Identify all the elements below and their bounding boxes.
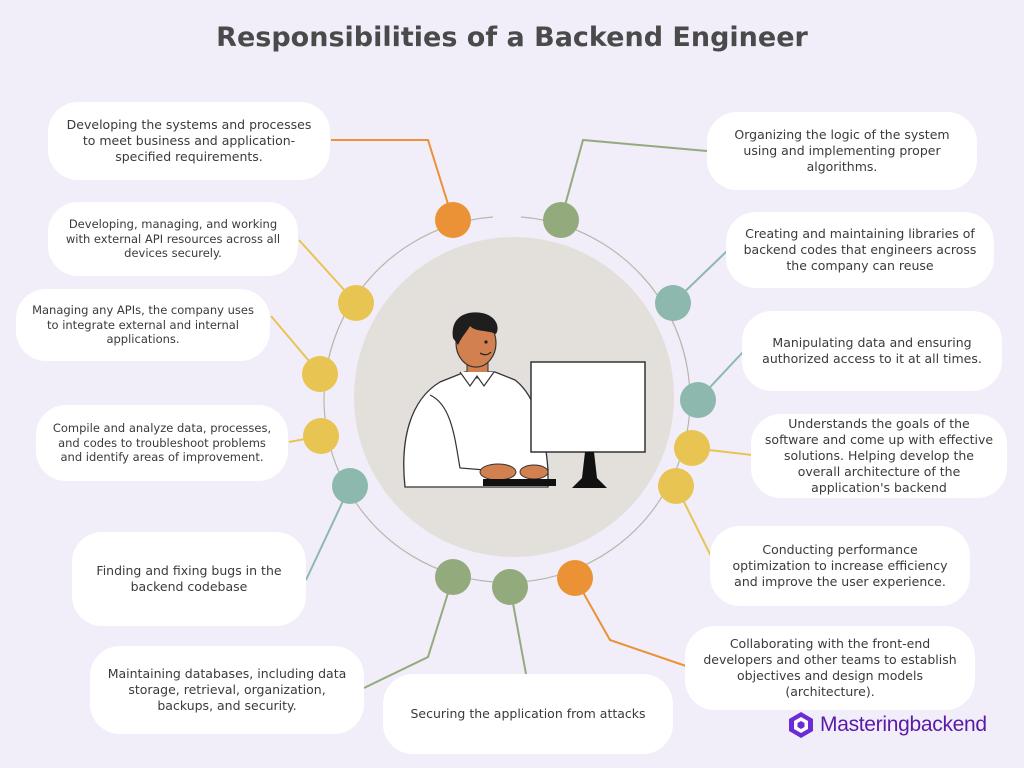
brand-name: Masteringbackend (820, 713, 987, 736)
monitor-screen (530, 361, 646, 453)
responsibility-card-1: Developing the systems and processes to … (48, 102, 330, 180)
hexagon-logo-icon (789, 712, 813, 738)
connector-line-12 (574, 577, 687, 667)
node-dot-2 (543, 202, 579, 238)
responsibility-card-10: Conducting performance optimization to i… (710, 526, 970, 606)
connector-line-2 (560, 138, 708, 221)
node-dot-8 (674, 430, 710, 466)
node-dot-13 (492, 569, 528, 605)
responsibility-card-8: Understands the goals of the software an… (751, 414, 1007, 498)
responsibility-card-13: Securing the application from attacks (383, 674, 673, 754)
node-dot-1 (435, 202, 471, 238)
node-dot-4 (655, 285, 691, 321)
brand-logo: Masteringbackend (788, 710, 987, 740)
responsibility-card-9: Finding and fixing bugs in the backend c… (72, 532, 306, 626)
responsibility-card-7: Compile and analyze data, processes, and… (36, 405, 288, 481)
node-dot-12 (557, 560, 593, 596)
responsibility-card-2: Organizing the logic of the system using… (707, 112, 977, 190)
node-dot-9 (332, 468, 368, 504)
nodes (302, 202, 716, 605)
responsibility-card-3: Developing, managing, and working with e… (48, 202, 298, 276)
connector-line-1 (331, 139, 454, 221)
responsibility-card-11: Maintaining databases, including data st… (90, 646, 364, 734)
node-dot-3 (338, 285, 374, 321)
keyboard (483, 479, 556, 486)
node-dot-5 (302, 356, 338, 392)
node-dot-10 (658, 468, 694, 504)
monitor-illustration (530, 361, 646, 488)
node-dot-6 (680, 382, 716, 418)
responsibility-card-5: Managing any APIs, the company uses to i… (16, 289, 270, 361)
node-dot-11 (435, 559, 471, 595)
responsibility-card-4: Creating and maintaining libraries of ba… (726, 212, 994, 288)
page-title: Responsibilities of a Backend Engineer (216, 22, 808, 53)
node-dot-7 (303, 418, 339, 454)
connector-line-11 (363, 576, 454, 689)
responsibility-card-6: Manipulating data and ensuring authorize… (742, 311, 1002, 391)
responsibility-card-12: Collaborating with the front-end develop… (685, 626, 975, 710)
engineer-hair (452, 312, 498, 345)
